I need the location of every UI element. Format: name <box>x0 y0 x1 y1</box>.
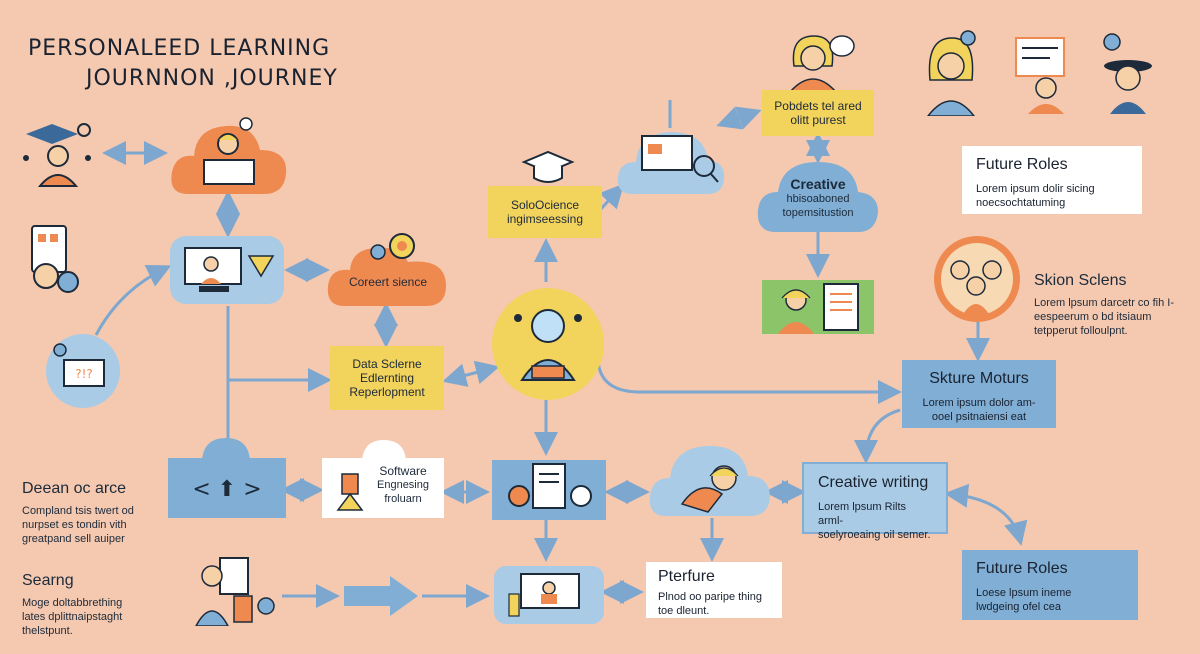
creative-cloud-line-2: hbisoaboned <box>786 193 850 205</box>
group-circle <box>934 236 1020 322</box>
future-roles-top-title: Future Roles <box>976 156 1068 173</box>
future-roles-top-line-1: Lorem ipsum dolir sicing <box>976 183 1095 195</box>
mortarboard-icon <box>520 150 576 186</box>
future-roles-top-card: Future Roles Lorem ipsum dolir sicing no… <box>962 146 1142 214</box>
dean-line-1: Compland tsis twert od <box>22 505 134 517</box>
student-avatar <box>776 30 856 93</box>
arrow-right-icon <box>344 576 418 616</box>
researcher-icon <box>192 556 282 627</box>
software-line-2: Engnesing <box>377 479 429 491</box>
study-image <box>762 280 874 334</box>
skture-moturs-card: Skture Moturs Lorem ipsum dolor am- ooel… <box>902 360 1056 428</box>
future-roles-bottom-line-2: lwdgeing ofel cea <box>976 601 1062 613</box>
creative-writing-card: Creative writing Lorem lpsum Rilts arml-… <box>802 462 948 541</box>
page-title: PERSONALEED LEARNING JOURNNON ,JOURNEY <box>28 34 338 94</box>
dean-line-3: greatpand sell auiper <box>22 533 125 545</box>
career-science-label: Coreert sience <box>348 275 428 289</box>
socioscience-line-2: ingimseessing <box>506 212 584 226</box>
creative-cloud: Creative hbisoaboned topemsitustion <box>756 158 880 234</box>
perfrure-card: Pterfure Plnod oo paripe thing toe dleun… <box>646 562 782 618</box>
software-line-1: Software <box>379 464 427 478</box>
video-lesson-node <box>170 236 284 304</box>
graduate-icon <box>18 118 98 188</box>
socioscience-line-1: SoloOcience <box>510 198 580 212</box>
software-line-3: froluarn <box>384 493 422 505</box>
searng-text: Searng Moge doltabbrething lates dplittn… <box>22 572 172 638</box>
perfrure-line-1: Plnod oo paripe thing <box>658 591 762 603</box>
skture-moturs-title: Skture Moturs <box>929 370 1029 387</box>
skion-sclens-line-2: eespeerum o bd itsiaum <box>1034 311 1152 323</box>
data-science-line-3: Reperlopment <box>349 385 425 399</box>
title-line-2: JOURNNON ,JOURNEY <box>86 66 338 91</box>
phone-gears-icon <box>26 224 86 296</box>
svg-text:< ⬆ >: < ⬆ > <box>192 477 261 502</box>
skture-moturs-line-2: ooel psitnaiensi eat <box>931 411 1027 423</box>
future-roles-bottom-card: Future Roles Loese lpsum ineme lwdgeing … <box>962 550 1138 620</box>
pobdets-line-1: Pobdets tel ared <box>774 99 862 113</box>
skion-sclens-line-3: tetpperut folloulpnt. <box>1034 325 1128 337</box>
creative-cloud-line-3: topemsitustion <box>782 207 854 219</box>
software-node: Software Engnesing froluarn <box>322 438 444 518</box>
student-circle <box>492 288 604 400</box>
skion-sclens-text: Skion Sclens Lorem lpsum darcetr co fih … <box>1034 272 1194 338</box>
creative-cloud-title: Creative <box>790 176 846 192</box>
socioscience-node: SoloOcience ingimseessing <box>488 186 602 238</box>
perfrure-title: Pterfure <box>658 568 715 585</box>
pobdets-node: Pobdets tel ared olitt purest <box>762 90 874 136</box>
lightbulb-icon <box>1096 30 1156 114</box>
searng-line-1: Moge doltabbrething <box>22 597 123 609</box>
pobdets-line-2: olitt purest <box>790 113 846 127</box>
future-roles-top-line-2: noecsochtatuming <box>976 197 1066 209</box>
dean-line-2: nurpset es tondin vith <box>22 519 127 531</box>
svg-text:?!?: ?!? <box>75 367 93 381</box>
teacher-cloud <box>168 110 290 196</box>
board-icon <box>1010 36 1072 114</box>
skion-sclens-title: Skion Sclens <box>1034 272 1127 289</box>
searng-line-3: thelstpunt. <box>22 625 73 637</box>
future-roles-bottom-title: Future Roles <box>976 560 1068 577</box>
workstation-node <box>494 566 604 624</box>
teacher-icon <box>922 30 980 117</box>
perfrure-line-2: toe dleunt. <box>658 605 710 617</box>
searng-title: Searng <box>22 572 74 589</box>
creative-writing-line-1: Lorem lpsum Rilts arml- <box>818 501 907 527</box>
creative-writing-line-2: soelyroeaing oil semer. <box>818 529 931 541</box>
laptop-circle: ?!? <box>46 334 120 408</box>
data-science-line-2: Edlernting <box>359 371 415 385</box>
monitor-cloud <box>616 124 726 196</box>
dean-text: Deean oc arce Compland tsis twert od nur… <box>22 480 172 546</box>
data-science-node: Data Sclerne Edlernting Reperlopment <box>330 346 444 410</box>
title-line-1: PERSONALEED LEARNING <box>28 36 331 61</box>
dean-title: Deean oc arce <box>22 480 127 497</box>
career-science-node: Coreert sience <box>326 228 450 308</box>
documents-node <box>492 460 606 520</box>
data-science-line-1: Data Sclerne <box>352 357 422 371</box>
searng-line-2: lates dplittnaipstaght <box>22 611 123 623</box>
code-node: < ⬆ > <box>168 438 286 518</box>
skion-sclens-line-1: Lorem lpsum darcetr co fih I- <box>1034 297 1174 309</box>
skture-moturs-line-1: Lorem ipsum dolor am- <box>922 397 1036 409</box>
future-roles-bottom-line-1: Loese lpsum ineme <box>976 587 1072 599</box>
writer-cloud <box>648 442 772 518</box>
creative-writing-title: Creative writing <box>818 474 929 491</box>
